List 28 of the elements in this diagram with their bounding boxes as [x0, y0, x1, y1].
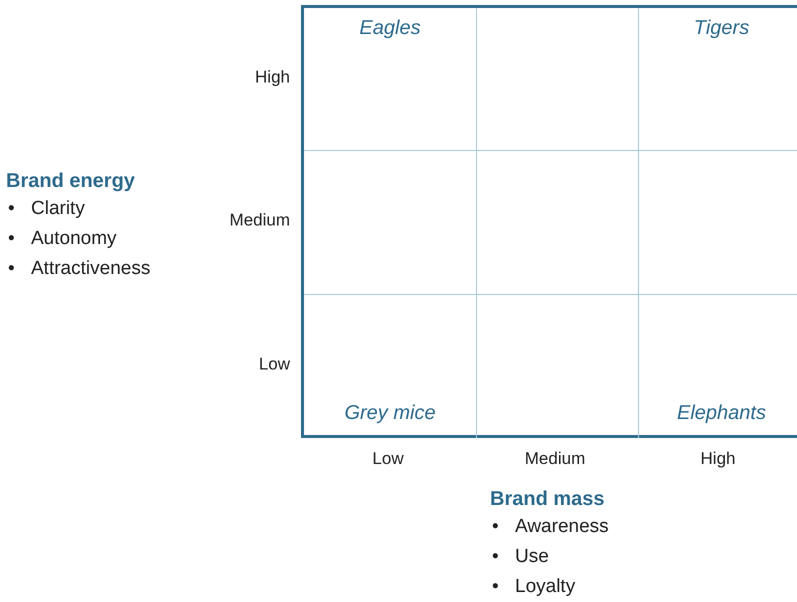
matrix-cell — [304, 151, 477, 295]
bullet: • — [7, 256, 16, 281]
axis-label: High — [255, 68, 290, 86]
bullet: • — [7, 226, 16, 251]
list-item: Attractiveness — [31, 256, 150, 281]
bullet: • — [491, 544, 500, 569]
quadrant-label: Grey mice — [344, 401, 436, 426]
axis-title: Brand energy — [6, 169, 136, 194]
axis-label: Medium — [524, 450, 586, 467]
bullet: • — [7, 196, 16, 221]
axis-title: Brand mass — [490, 487, 606, 512]
bullet: • — [491, 514, 500, 539]
quadrant-label: Tigers — [694, 16, 750, 41]
matrix-cell — [304, 8, 477, 151]
axis-label: High — [700, 450, 736, 467]
matrix-cell — [477, 8, 639, 151]
bullet: • — [491, 574, 500, 599]
quadrant-label: Eagles — [359, 16, 421, 41]
matrix-cell — [477, 151, 639, 295]
axis-label: Low — [372, 450, 404, 467]
list-item: Loyalty — [515, 574, 576, 599]
axis-label: Medium — [230, 212, 290, 228]
quadrant-label: Elephants — [677, 401, 766, 426]
list-item: Autonomy — [31, 226, 117, 251]
list-item: Use — [515, 544, 549, 569]
list-item: Awareness — [515, 514, 609, 539]
axis-label: Low — [258, 356, 290, 372]
list-item: Clarity — [31, 196, 85, 221]
